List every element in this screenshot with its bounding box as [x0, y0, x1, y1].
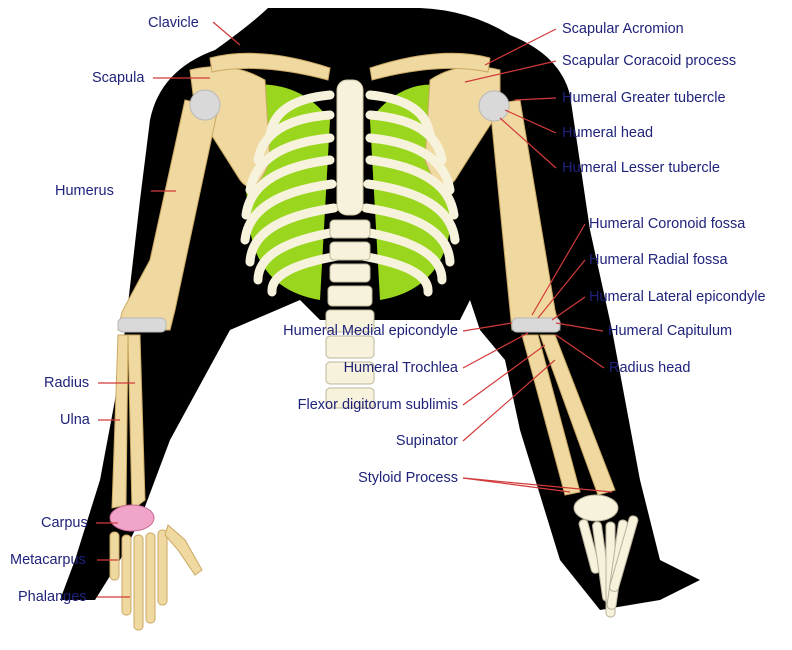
- label-carpus: Carpus: [41, 515, 88, 531]
- humerus-right-head: [479, 91, 509, 121]
- label-ulna: Ulna: [60, 412, 90, 428]
- label-clavicle: Clavicle: [148, 15, 199, 31]
- spine: [326, 220, 374, 408]
- label-styloid: Styloid Process: [358, 470, 458, 486]
- label-supinator: Supinator: [396, 433, 458, 449]
- label-capitulum: Humeral Capitulum: [608, 323, 732, 339]
- label-lateral-epicondyle: Humeral Lateral epicondyle: [589, 289, 766, 305]
- label-scapula: Scapula: [92, 70, 144, 86]
- label-humerus: Humerus: [55, 183, 114, 199]
- sternum: [337, 80, 363, 215]
- label-trochlea: Humeral Trochlea: [344, 360, 458, 376]
- carpus-left: [110, 505, 154, 531]
- label-lesser-tubercle: Humeral Lesser tubercle: [562, 160, 720, 176]
- label-scapular-coracoid: Scapular Coracoid process: [562, 53, 736, 69]
- label-metacarpus: Metacarpus: [10, 552, 86, 568]
- humerus-left-condyle: [118, 318, 166, 332]
- label-scapular-acromion: Scapular Acromion: [562, 21, 684, 37]
- label-greater-tubercle: Humeral Greater tubercle: [562, 90, 726, 106]
- label-phalanges: Phalanges: [18, 589, 87, 605]
- label-radius: Radius: [44, 375, 89, 391]
- label-flexor: Flexor digitorum sublimis: [298, 397, 458, 413]
- label-medial-epicondyle: Humeral Medial epicondyle: [283, 323, 458, 339]
- label-humeral-head: Humeral head: [562, 125, 653, 141]
- humerus-left-head: [190, 90, 220, 120]
- hand-left: [110, 525, 202, 630]
- label-radial-fossa: Humeral Radial fossa: [589, 252, 728, 268]
- label-coronoid-fossa: Humeral Coronoid fossa: [589, 216, 745, 232]
- label-radius-head: Radius head: [609, 360, 690, 376]
